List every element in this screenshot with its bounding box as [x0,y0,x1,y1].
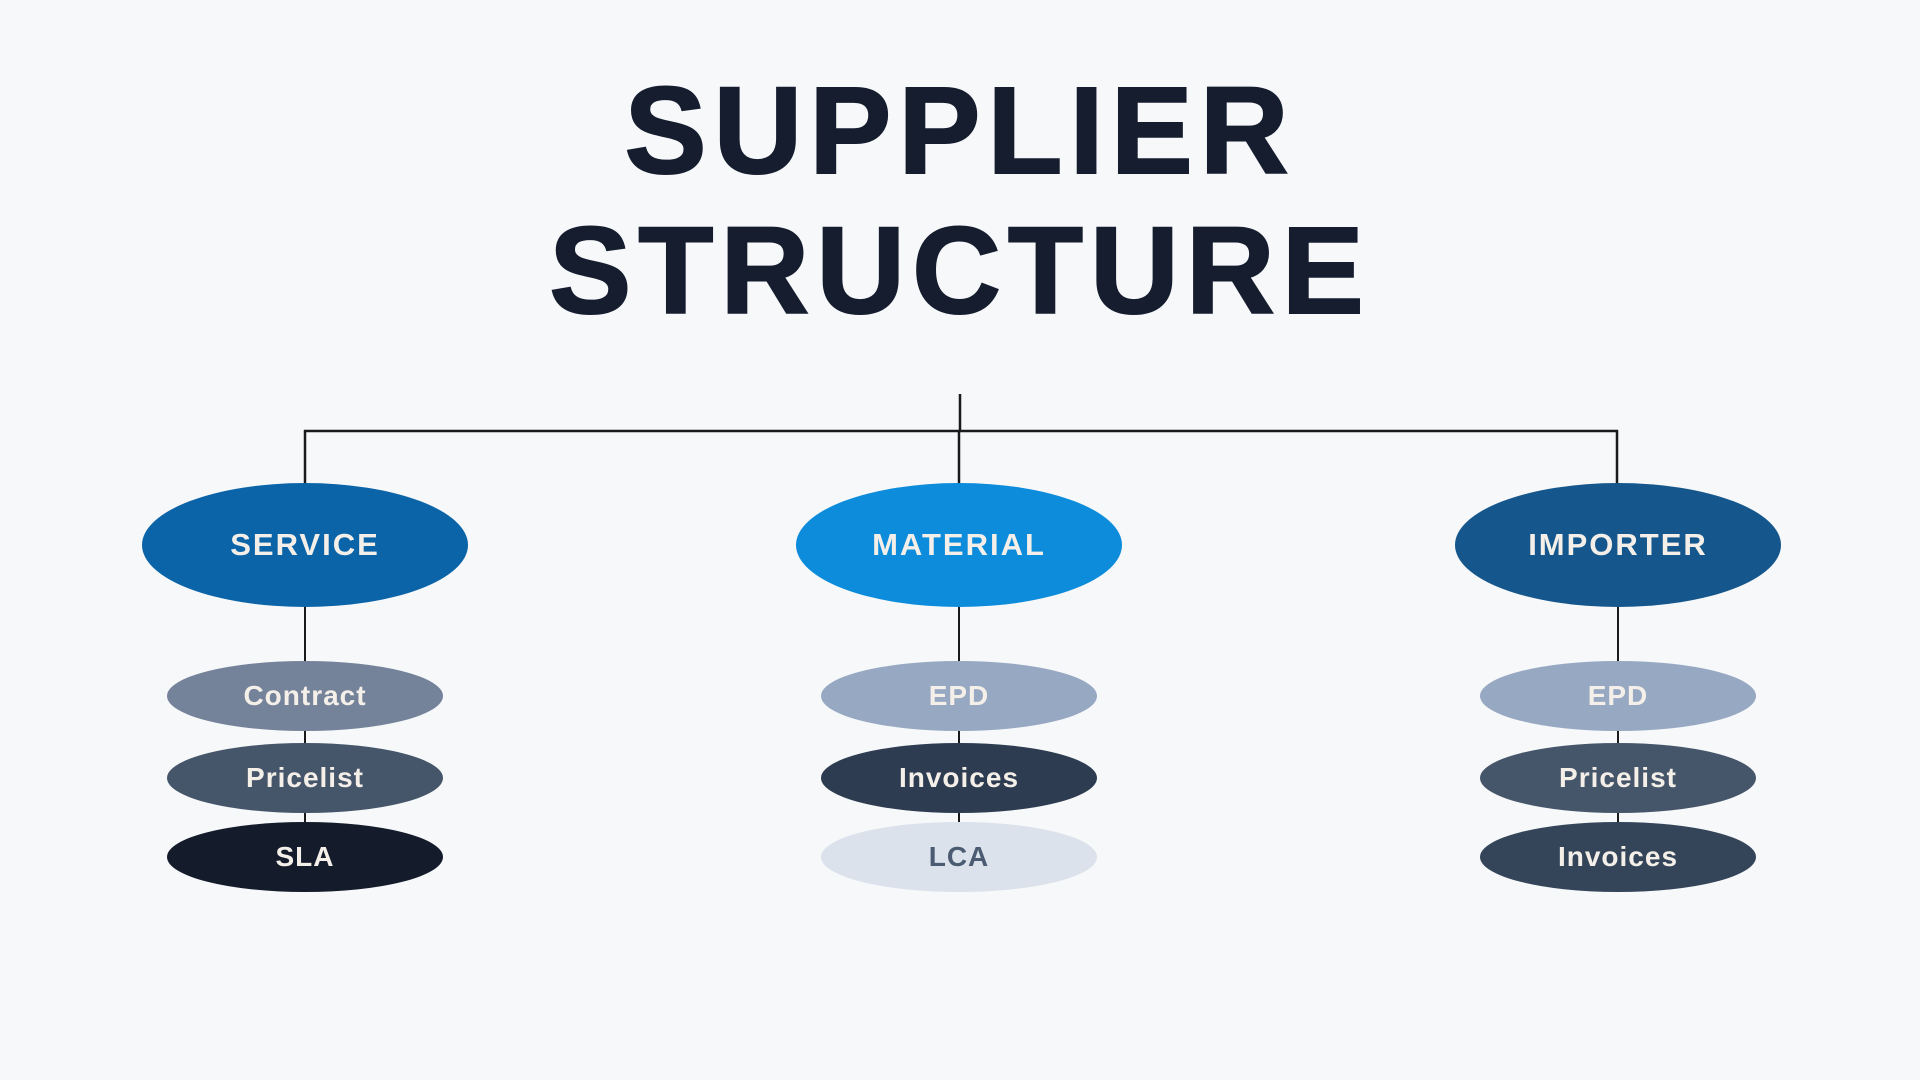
branch-node-label: IMPORTER [1528,527,1708,562]
leaf-node-label: Invoices [1557,841,1679,872]
leaf-node-lca: LCA [821,822,1097,892]
branch-column-importer: IMPORTER EPD Pricelist Invoices [1455,483,1781,893]
leaf-node-pricelist: Pricelist [167,743,443,813]
leaf-node-label: Pricelist [246,762,364,793]
leaf-node-epd: EPD [821,661,1097,731]
leaf-node-invoices: Invoices [1480,822,1756,892]
leaf-node-label: Invoices [898,762,1020,793]
leaf-node-label: LCA [928,841,990,872]
branch-node-service: SERVICE [142,483,468,607]
leaf-node-label: Contract [243,680,367,711]
leaf-node-label: EPD [928,680,990,711]
page-title: SUPPLIER STRUCTURE [0,62,1920,342]
leaf-node-pricelist: Pricelist [1480,743,1756,813]
leaf-node-contract: Contract [167,661,443,731]
page-title-line-1: SUPPLIER [623,62,1296,201]
leaf-node-label: Pricelist [1559,762,1677,793]
branch-node-label: MATERIAL [872,527,1046,562]
leaf-node-invoices: Invoices [821,743,1097,813]
branch-column-material: MATERIAL EPD Invoices LCA [796,483,1122,893]
page-title-line-2: STRUCTURE [548,202,1371,341]
leaf-node-label: SLA [275,841,335,872]
leaf-node-epd: EPD [1480,661,1756,731]
branch-node-importer: IMPORTER [1455,483,1781,607]
branch-node-material: MATERIAL [796,483,1122,607]
branch-column-service: SERVICE Contract Pricelist SLA [142,483,468,893]
leaf-node-label: EPD [1587,680,1649,711]
leaf-node-sla: SLA [167,822,443,892]
branch-node-label: SERVICE [230,527,380,562]
